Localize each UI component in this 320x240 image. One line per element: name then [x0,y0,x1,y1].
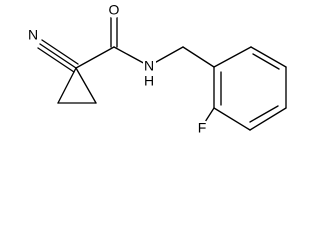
alpha-carbon-to-carbonyl-bond [75,46,115,69]
bond-set [37,13,287,131]
benzene-bond-2 [250,46,287,68]
methylene-to-ring-bond [182,46,215,68]
ring-to-fluorine-bond [204,107,215,123]
nitrile-triple-bond-b [41,39,79,65]
nitrile-triple-bond-c [37,47,75,73]
atom-labels: N O N H F [25,2,210,136]
nitrile-triple-bond-a [39,43,77,69]
fluorine-label: F [198,120,207,136]
carbonyl-oxygen-label: O [109,2,120,18]
benzene-bond-1 [213,46,252,68]
amide-nitrogen-label: N [144,58,154,74]
benzene-double-bond-inner-bottom [249,105,279,123]
nitrile-nitrogen-label: N [28,27,38,43]
benzene-double-bond-inner-top [252,53,280,70]
benzene-bond-4 [249,107,287,131]
amide-hydrogen-label: H [144,73,154,89]
chemical-structure: N O N H F [25,1,287,136]
cyclopropane-bond-left [57,67,77,104]
benzene-bond-5 [213,107,251,131]
cyclopropane-bond-right [75,67,97,104]
